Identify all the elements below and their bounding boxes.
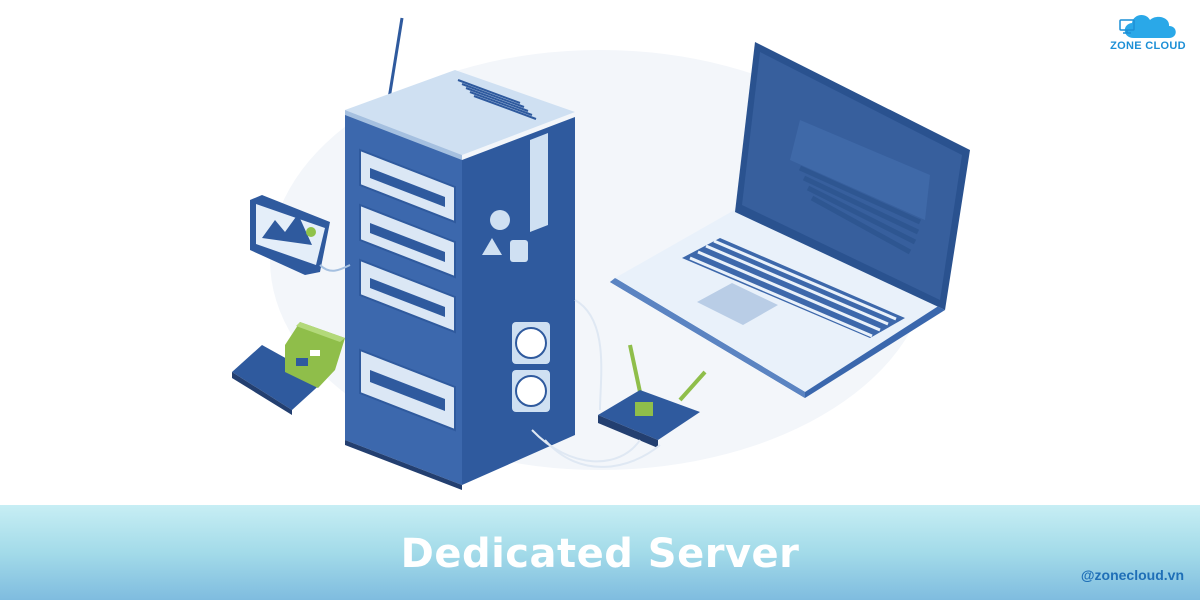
monitor-chart-icon [250, 195, 351, 275]
circuit-board-icon [285, 322, 345, 388]
page-title: Dedicated Server [400, 531, 800, 577]
server-rack-icon [345, 17, 575, 490]
laptop-icon [610, 42, 970, 398]
brand-name: ZONE CLOUD [1110, 40, 1186, 52]
cables [531, 299, 661, 468]
illustration-canvas [232, 17, 970, 490]
hero-illustration [232, 17, 970, 490]
cloud-computer-icon [1119, 14, 1176, 38]
hard-drive-icon [232, 345, 325, 415]
social-handle: @zonecloud.vn [1080, 567, 1184, 583]
brand-logo: ZONE CLOUD [1108, 8, 1188, 58]
title-banner: Dedicated Server @zonecloud.vn [0, 505, 1200, 600]
wifi-router-icon [598, 344, 707, 448]
